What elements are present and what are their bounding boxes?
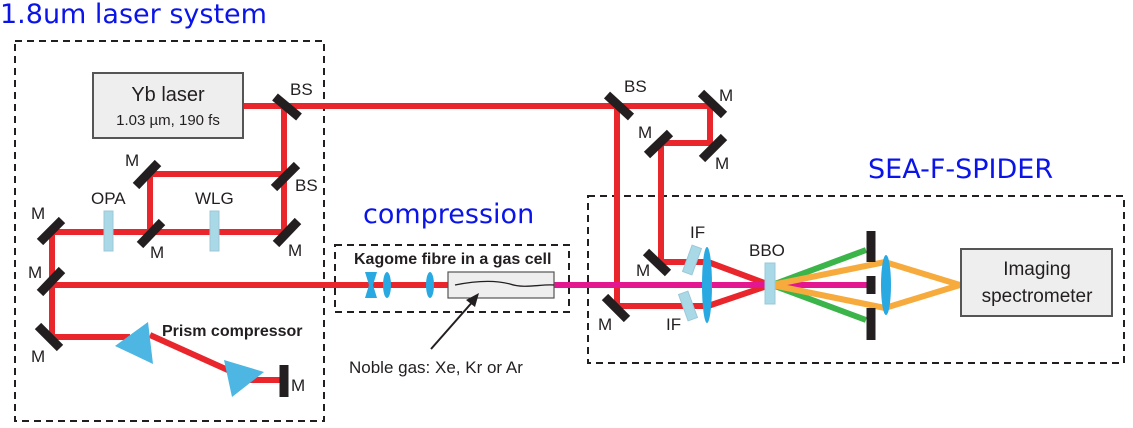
label-m-7: M [291,376,305,395]
prism-2 [224,360,264,397]
spectrometer-line1: Imaging [1003,259,1071,280]
label-m-11: M [636,261,650,280]
gas-arrow-line [430,298,476,350]
label-m-1: M [125,151,139,170]
label-wlg: WLG [195,189,234,208]
gas-arrow-head [466,293,479,307]
lens-2 [426,272,434,298]
mirror-upper [132,159,162,190]
label-m-10: M [638,123,652,142]
label-bbo: BBO [749,241,785,260]
mirror-left-bottom [34,322,64,352]
compression-boundary [334,244,570,313]
label-bs-1: BS [290,80,313,99]
label-m-5: M [28,263,42,282]
label-bs-2: BS [295,176,318,195]
mirror-tr-3 [643,129,674,159]
mirror-left-top [36,216,66,246]
wlg-crystal [209,210,220,252]
compression-title: compression [363,199,534,230]
yb-laser-spec: 1.03 µm, 190 fs [116,112,220,129]
mirror-right [272,217,302,248]
beamsplitter-2 [270,161,301,192]
label-prism-compressor: Prism compressor [162,323,303,340]
component-labels: BS BS BS M M M M M M M M M M M M OPA WLG… [28,77,785,395]
imaging-spectrometer-box [960,248,1113,317]
mirror-left-middle [36,266,66,297]
spider-title: SEA-F-SPIDER [868,154,1053,185]
spectrometer-line2: spectrometer [982,286,1094,307]
mirror-center [136,218,166,249]
gas-cell [447,271,555,299]
yb-laser-title: Yb laser [131,84,205,106]
label-bs-3: BS [624,77,647,96]
label-m-12: M [598,315,612,334]
label-opa: OPA [91,189,126,208]
label-noble-gas: Noble gas: Xe, Kr or Ar [349,358,523,377]
mirrors [34,89,876,397]
interference-filter-top [681,244,703,276]
prism-1 [115,322,153,364]
bbo-crystal [764,262,776,305]
beamsplitter-3 [603,91,635,121]
mirror-tr-1 [697,89,728,119]
label-m-2: M [150,243,164,262]
concave-lens [365,272,377,298]
kagome-fibre [454,280,555,287]
mirror-tr-2 [698,133,728,163]
label-m-9: M [715,154,729,173]
interference-filter-bottom [677,290,699,322]
beamsplitter-1 [272,93,302,121]
focusing-lens [702,247,712,323]
laser-system-title: 1.8um laser system [0,0,267,30]
label-kagome: Kagome fibre in a gas cell [354,251,551,268]
label-m-3: M [288,241,302,260]
label-if-2: IF [666,315,681,334]
spectrometer-lens [881,255,891,315]
label-m-4: M [31,204,45,223]
laser-system-boundary [14,40,325,422]
lens-1 [383,272,391,298]
label-m-8: M [719,86,733,105]
spider-boundary [587,195,1125,364]
opa-crystal [103,210,114,252]
mirror-spider-1 [642,248,672,277]
yb-laser-box [92,72,244,139]
mirror-spider-2 [601,293,631,323]
label-if-1: IF [690,223,705,242]
label-m-6: M [31,347,45,366]
